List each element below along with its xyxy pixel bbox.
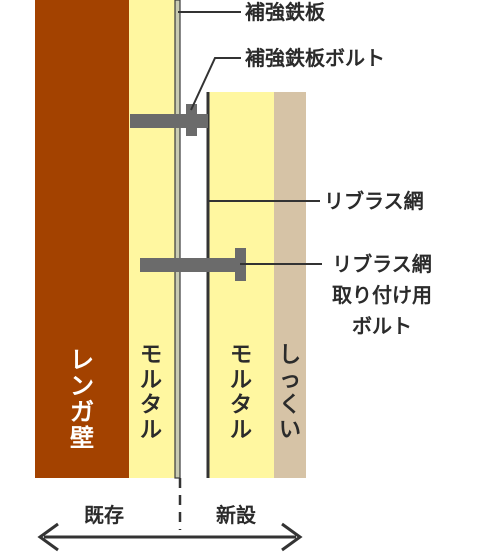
mortar-existing-char-4: ル — [140, 418, 162, 443]
brick-char-3: ガ — [70, 398, 94, 426]
plaster-char-4: い — [279, 418, 301, 443]
mortar-new-char-3: タ — [230, 393, 252, 418]
label-reinforcement-plate-bolt: 補強鉄板ボルト — [244, 46, 385, 70]
label-new: 新設 — [216, 503, 257, 527]
mortar-new-char-1: モ — [230, 343, 252, 368]
label-plaster: し っ く い — [279, 343, 301, 443]
mortar-existing-char-1: モ — [140, 343, 162, 368]
label-brick-wall: レ ン ガ 壁 — [70, 346, 94, 452]
brick-wall-layer — [35, 0, 129, 478]
plaster-char-1: し — [279, 343, 301, 368]
plaster-char-3: く — [279, 393, 301, 418]
mortar-existing-char-3: タ — [140, 393, 162, 418]
label-rib-lath-bolt-line-1: リブラス網 — [332, 252, 432, 276]
plaster-layer — [274, 92, 306, 478]
leader-plate-bolt — [190, 57, 241, 111]
brick-char-2: ン — [70, 372, 94, 400]
plate-bolt-nut — [186, 104, 197, 136]
label-mortar-existing: モ ル タ ル — [140, 343, 162, 443]
label-rib-lath-bolt-line-2: 取り付け用 — [332, 283, 432, 307]
mortar-existing-layer — [129, 0, 175, 478]
plaster-char-2: っ — [279, 368, 301, 393]
brick-char-4: 壁 — [70, 424, 94, 452]
label-rib-lath-bolt-line-3: ボルト — [352, 314, 412, 338]
mortar-new-char-4: ル — [230, 418, 252, 443]
label-rib-lath-bolt: リブラス網 取り付け用 ボルト — [332, 252, 432, 338]
reinforcement-plate — [174, 0, 181, 479]
label-mortar-new: モ ル タ ル — [230, 343, 252, 443]
mortar-new-layer — [208, 92, 274, 478]
brick-char-1: レ — [70, 346, 94, 374]
label-rib-lath: リブラス網 — [324, 189, 424, 213]
mortar-existing-char-2: ル — [140, 368, 162, 393]
mortar-new-char-2: ル — [230, 368, 252, 393]
label-reinforcement-plate: 補強鉄板 — [244, 0, 326, 24]
label-existing: 既存 — [84, 503, 124, 527]
rib-lath-bolt-shaft — [140, 258, 240, 272]
span-arrow-left-head — [37, 522, 59, 552]
span-arrow-right-head — [281, 522, 303, 552]
